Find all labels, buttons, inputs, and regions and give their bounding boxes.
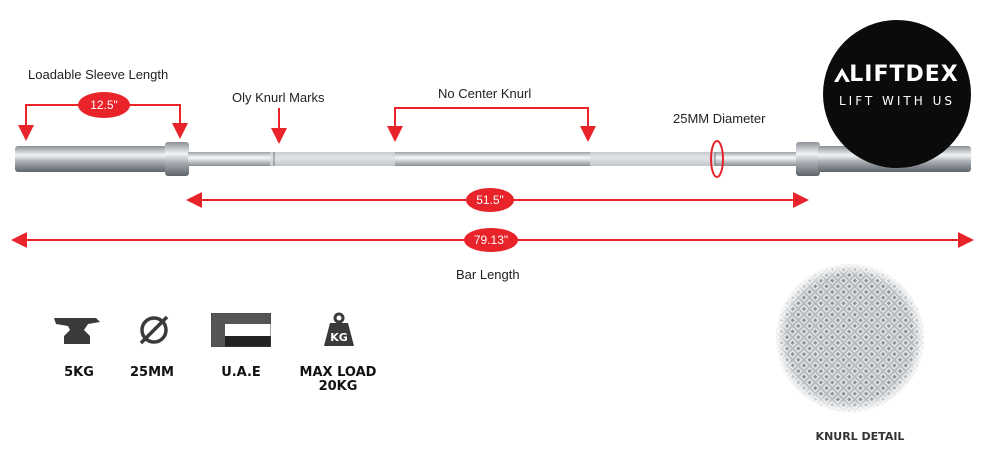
oly-knurl-label: Oly Knurl Marks bbox=[232, 90, 325, 105]
weight-icon: KG bbox=[324, 312, 354, 346]
shaft-length-value: 51.5" bbox=[466, 188, 514, 212]
chevron-up-icon bbox=[834, 68, 850, 82]
brand-tagline: LIFT WITH US bbox=[838, 94, 956, 108]
diameter-ring bbox=[710, 140, 724, 178]
anvil-icon bbox=[54, 318, 100, 344]
center-knurl-bracket bbox=[394, 107, 589, 136]
bar-length-value: 79.13" bbox=[464, 228, 518, 252]
left-sleeve bbox=[15, 146, 167, 172]
no-center-knurl-label: No Center Knurl bbox=[438, 86, 532, 101]
spec-diameter-label: 25MM bbox=[130, 365, 174, 380]
flag-icon bbox=[211, 313, 271, 347]
right-collar bbox=[796, 142, 820, 176]
spec-weight-label: 5KG bbox=[64, 365, 94, 380]
knurl-detail-image bbox=[776, 264, 924, 412]
knurl-detail-caption: KNURL DETAIL bbox=[815, 430, 905, 443]
svg-text:KG: KG bbox=[330, 331, 348, 344]
knurl-left bbox=[270, 152, 395, 166]
brand-name: LIFTDEX bbox=[849, 62, 959, 87]
bar-length-label: Bar Length bbox=[456, 267, 520, 282]
diameter-icon bbox=[139, 315, 169, 345]
diameter-label: 25MM Diameter bbox=[673, 111, 766, 126]
sleeve-length-value: 12.5" bbox=[78, 92, 130, 118]
spec-origin-label: U.A.E bbox=[221, 365, 261, 380]
left-collar bbox=[165, 142, 189, 176]
knurl-right bbox=[590, 152, 715, 166]
sleeve-length-label: Loadable Sleeve Length bbox=[28, 67, 169, 82]
spec-max-load-label: MAX LOAD 20KG bbox=[299, 365, 377, 394]
brand-logo: LIFTDEX LIFT WITH US bbox=[823, 20, 971, 168]
